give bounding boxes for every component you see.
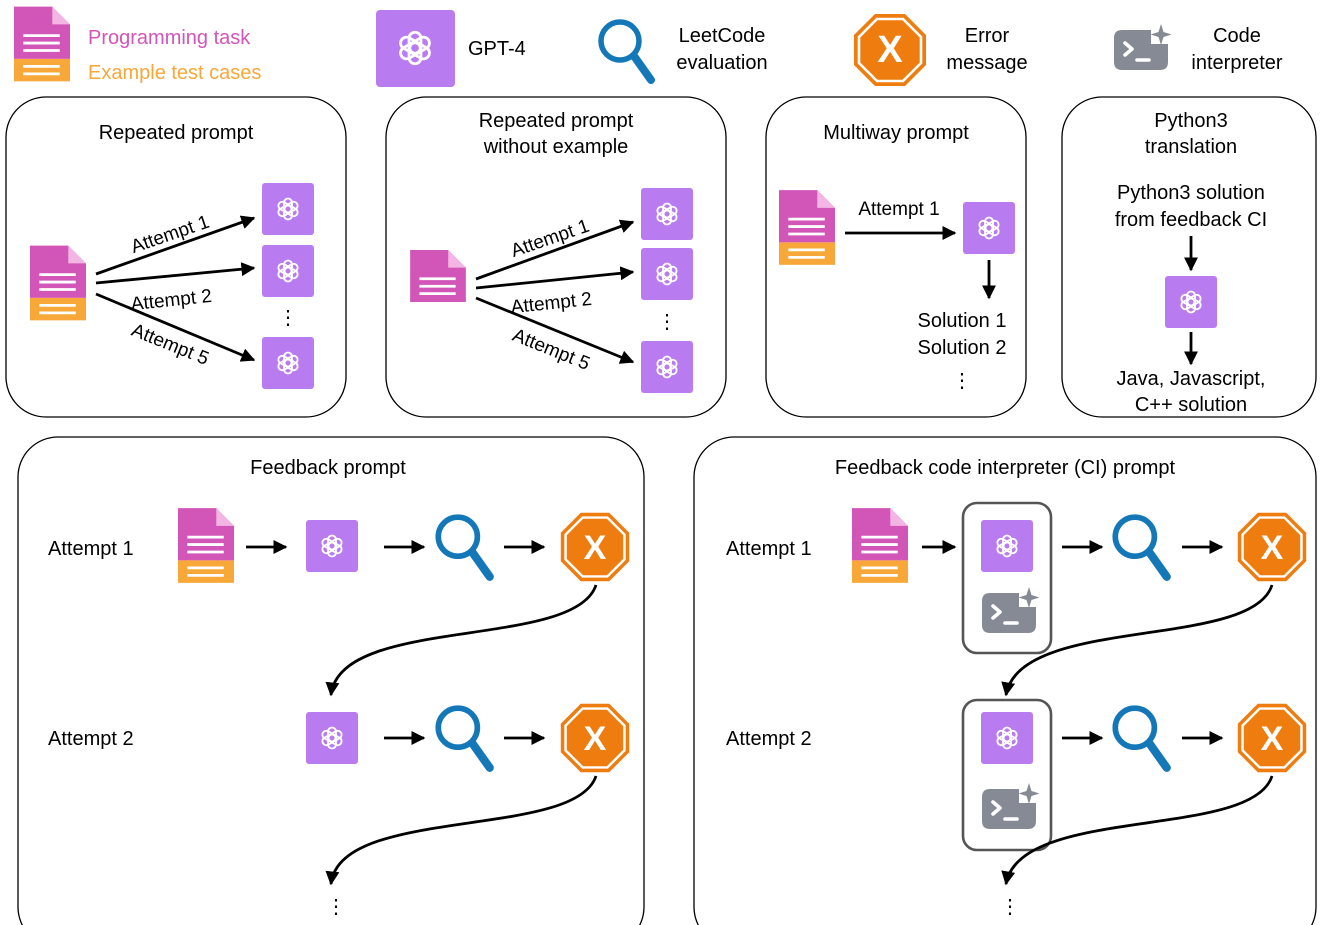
- leetcode-magnifier-icon: [438, 708, 489, 768]
- gpt4-icon: [981, 712, 1033, 764]
- legend-leetcode: LeetCode: [679, 25, 766, 47]
- attempt-2-label: Attempt 2: [510, 289, 593, 318]
- legend-code: Code: [1213, 25, 1261, 47]
- panel-title: Multiway prompt: [823, 122, 969, 144]
- error-x-glyph: X: [584, 720, 607, 758]
- panel-border: [385, 96, 727, 418]
- error-x-glyph: X: [1261, 529, 1284, 567]
- gpt4-icon: [641, 248, 693, 300]
- panel-multiway-prompt: Multiway prompt Attempt 1 Solution 1 Sol…: [765, 96, 1027, 418]
- leetcode-magnifier-icon: [438, 517, 489, 577]
- gpt4-icon: [963, 202, 1015, 254]
- attempt-5-label: Attempt 5: [509, 325, 592, 375]
- feedback-arrow: [325, 775, 598, 886]
- gpt4-icon: [306, 712, 358, 764]
- gpt4-icon: [1165, 276, 1217, 328]
- legend-evaluation: evaluation: [676, 52, 767, 74]
- arrow: [95, 215, 256, 276]
- panel-title-line-2: translation: [1145, 136, 1237, 158]
- programming-task-icon: [852, 508, 908, 583]
- gpt4-icon: [981, 520, 1033, 572]
- legend-example-tests: Example test cases: [88, 62, 261, 84]
- ellipsis: ⋮: [1000, 896, 1020, 918]
- panel-feedback-ci-prompt: Feedback code interpreter (CI) prompt At…: [693, 436, 1317, 925]
- gpt-ci-group: [961, 698, 1053, 852]
- code-interpreter-icon: [982, 587, 1040, 633]
- attempt-1-label: Attempt 1: [858, 199, 939, 220]
- arrow: [475, 266, 635, 290]
- arrow: [95, 262, 256, 285]
- arrow: [475, 296, 635, 364]
- attempt-1-label: Attempt 1: [726, 538, 812, 560]
- legend-gpt4: GPT-4: [468, 38, 526, 60]
- solution-2-label: Solution 2: [918, 337, 1007, 359]
- ellipsis: ⋮: [278, 307, 298, 329]
- gpt4-icon: [641, 341, 693, 393]
- gpt4-icon: [262, 337, 314, 389]
- programming-task-icon: [14, 5, 70, 83]
- programming-task-icon: [178, 508, 234, 583]
- legend-message: message: [946, 52, 1027, 74]
- panel-repeated-no-example: Repeated prompt without example ⋮ Attemp…: [385, 96, 727, 418]
- panel-border: [693, 436, 1317, 925]
- error-x-glyph: X: [1261, 720, 1284, 758]
- panel-border: [765, 96, 1027, 418]
- leetcode-magnifier-icon: [1115, 708, 1166, 768]
- input-label: Python3 solution: [1117, 182, 1265, 204]
- attempt-1-label: Attempt 1: [128, 212, 212, 258]
- panel-border: [1061, 96, 1317, 418]
- gpt4-icon: [262, 183, 314, 235]
- arrow: [475, 219, 635, 281]
- panel-title: Python3: [1154, 110, 1227, 132]
- legend: Programming task Example test cases GPT-…: [14, 5, 1283, 88]
- attempt-2-label: Attempt 2: [48, 728, 134, 750]
- leetcode-magnifier-icon: [601, 22, 651, 80]
- gpt4-icon: [306, 520, 358, 572]
- panel-python3-translation: Python3 translation Python3 solution fro…: [1061, 96, 1317, 418]
- panel-feedback-prompt: Feedback prompt Attempt 1 X Attempt 2 X …: [17, 436, 645, 925]
- feedback-arrow: [325, 584, 598, 697]
- panel-title: Repeated prompt: [99, 122, 254, 144]
- output-label: Java, Javascript,: [1117, 368, 1266, 390]
- panel-title: Feedback code interpreter (CI) prompt: [835, 457, 1176, 479]
- code-interpreter-icon: [1114, 24, 1172, 70]
- attempt-5-label: Attempt 5: [128, 320, 211, 370]
- feedback-arrow: [1001, 775, 1274, 886]
- error-x-glyph: X: [877, 29, 903, 71]
- panel-repeated-prompt: Repeated prompt ⋮ Attempt 1 Attempt 2 At…: [5, 96, 347, 418]
- ellipsis: ⋮: [952, 370, 972, 392]
- feedback-arrow: [1001, 584, 1274, 697]
- gpt4-icon: [376, 10, 455, 87]
- output-label-line-2: C++ solution: [1135, 394, 1247, 416]
- panel-border: [17, 436, 645, 925]
- panel-title: Repeated prompt: [479, 110, 634, 132]
- gpt4-icon: [641, 188, 693, 240]
- error-x-glyph: X: [584, 529, 607, 567]
- gpt4-icon: [262, 245, 314, 297]
- ellipsis: ⋮: [657, 311, 677, 333]
- solution-1-label: Solution 1: [918, 310, 1007, 332]
- attempt-2-label: Attempt 2: [130, 286, 213, 315]
- programming-task-icon: [30, 244, 86, 322]
- code-interpreter-icon: [982, 783, 1040, 829]
- legend-interpreter: interpreter: [1191, 52, 1282, 74]
- attempt-1-label: Attempt 1: [508, 216, 592, 262]
- gpt-ci-group: [961, 501, 1053, 655]
- attempt-2-label: Attempt 2: [726, 728, 812, 750]
- legend-programming-task: Programming task: [88, 27, 251, 49]
- programming-task-icon: [779, 190, 835, 265]
- panel-title: Feedback prompt: [250, 457, 406, 479]
- panel-border: [5, 96, 347, 418]
- programming-task-icon: [410, 250, 466, 302]
- input-label-line-2: from feedback CI: [1115, 209, 1267, 231]
- attempt-1-label: Attempt 1: [48, 538, 134, 560]
- leetcode-magnifier-icon: [1115, 517, 1166, 577]
- arrow: [95, 292, 256, 362]
- legend-error: Error: [965, 25, 1010, 47]
- ellipsis: ⋮: [326, 896, 346, 918]
- panel-title-line-2: without example: [483, 136, 629, 158]
